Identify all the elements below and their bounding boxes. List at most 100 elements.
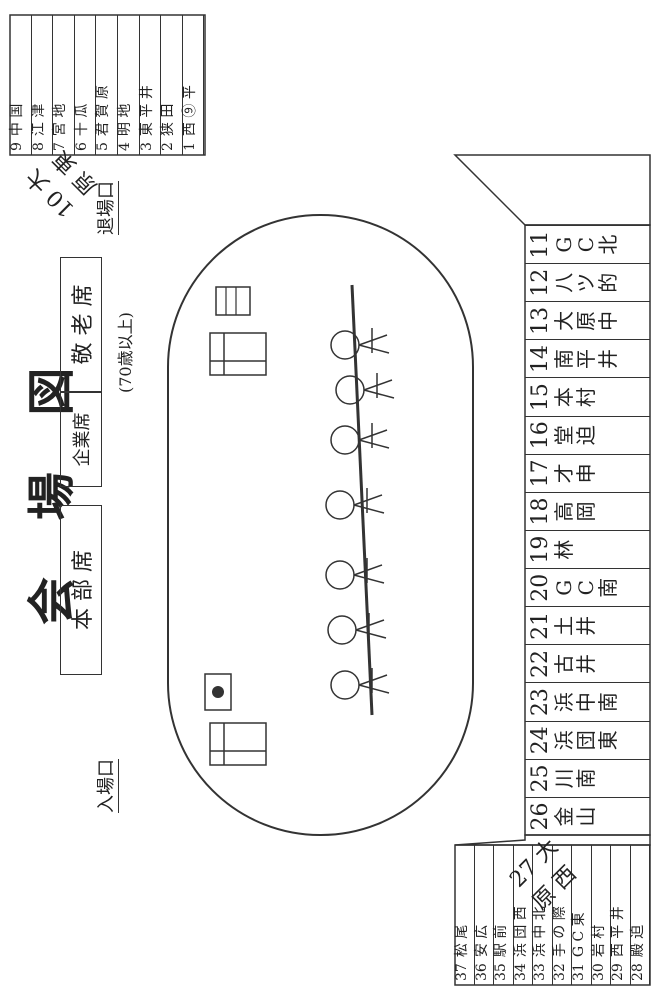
seat-block-number: 32 (551, 963, 568, 981)
seat-block-number: 3 (138, 142, 155, 151)
seat-block-number: 23 (528, 688, 553, 717)
seat-block-number: 29 (610, 963, 626, 981)
seat-block-number: 34 (512, 963, 529, 981)
corner-block-10-frame (453, 154, 651, 226)
child-figure (325, 488, 385, 520)
seat-block-number: 6 (73, 142, 90, 151)
seat-block-name: 川 南 (552, 761, 599, 789)
seat-block-name: 宮 地 (52, 103, 69, 137)
seat-block-name: 松 尾 (454, 924, 470, 958)
seat-block-name: 西 ⑨ 平 (181, 85, 198, 137)
seat-block-name: 本 村 (552, 380, 599, 408)
seat-block-name: 手 の 際 (551, 906, 568, 958)
child-figure (325, 558, 385, 590)
child-figure (330, 423, 390, 455)
seat-block-name: 東 平 井 (138, 85, 155, 137)
flag-stand-right (209, 286, 267, 376)
seat-block-number: 20 (528, 573, 553, 602)
seat-block-number: 24 (528, 726, 553, 755)
seat-block-name: 高 岡 (552, 495, 599, 522)
child-figure (335, 373, 395, 405)
child-figure (330, 668, 390, 700)
seat-block-number: 13 (528, 306, 553, 335)
seat-block-name: G C 南 (552, 573, 621, 598)
seat-block-number: 19 (528, 535, 553, 564)
seat-block-28: 28 殿 迫 (629, 845, 650, 985)
seat-block-number: 12 (528, 268, 553, 297)
seat-block-name: 安 広 (473, 924, 490, 958)
seat-block-number: 1 (181, 142, 198, 151)
seat-block-name: 岩 村 (590, 924, 607, 958)
seat-block-number: 28 (629, 963, 646, 981)
seat-block-number: 37 (454, 963, 470, 981)
seat-block-4: 4 明 地 (117, 15, 140, 155)
right-block-frame (9, 14, 206, 156)
seat-block-name: 八 ツ 的 (552, 266, 621, 293)
seat-block-name: 浜 中 北 (532, 906, 548, 958)
child-figure (327, 613, 387, 645)
seat-block-name: 堂 迫 (552, 418, 599, 446)
child-figure (330, 328, 390, 360)
track-field (167, 214, 474, 836)
seat-block-36: 36 安 広 (473, 845, 494, 985)
seat-block-name: 浜 団 東 (552, 723, 621, 751)
seat-block-name: 才 申 (552, 456, 599, 484)
seat-block-name: 浜 中 南 (552, 685, 621, 713)
seat-block-number: 33 (532, 963, 548, 981)
seat-block-name: G C 東 (571, 912, 587, 958)
seat-block-name: 駅 前 (493, 924, 509, 958)
corner-block-27-frame (454, 834, 651, 846)
seat-block-3: 3 東 平 井 (138, 15, 162, 155)
seat-block-name: 南 平 井 (552, 342, 621, 369)
seat-block-5: 5 君 賀 原 (95, 15, 118, 155)
seat-block-number: 21 (528, 611, 553, 640)
seat-block-number: 11 (528, 230, 553, 259)
seat-block-name: 土 井 (552, 609, 599, 636)
japan-flag-stand (204, 673, 267, 766)
seat-block-29: 29 西 平 井 (610, 845, 631, 985)
seat-block-name: 浜 団 西 (512, 906, 529, 958)
seat-block-name: 明 地 (117, 103, 133, 137)
seat-block-name: 殿 迫 (629, 924, 646, 958)
seat-block-6: 6 十 瓜 (73, 15, 97, 155)
seat-block-number: 35 (493, 963, 509, 981)
seat-block-name: 西 平 井 (610, 906, 626, 958)
seat-block-name: 古 井 (552, 647, 599, 674)
seat-block-number: 4 (117, 142, 133, 151)
seat-block-number: 17 (528, 459, 553, 488)
seat-block-name: 狭 田 (160, 103, 177, 137)
seat-block-number: 14 (528, 344, 553, 373)
seat-block-name: 林 (552, 539, 577, 560)
seat-block-number: 5 (95, 142, 112, 151)
seat-block-name: 君 賀 原 (95, 85, 112, 137)
seat-block-number: 31 (571, 963, 587, 981)
seat-block-name: 十 瓜 (73, 103, 90, 137)
seat-block-number: 18 (528, 497, 553, 526)
seat-block-number: 25 (528, 764, 553, 793)
tug-of-war-illustration (325, 284, 395, 716)
seat-block-name: 大 原 中 (552, 304, 621, 331)
seat-block-1: 1 西 ⑨ 平 (181, 15, 205, 155)
seat-block-number: 30 (590, 963, 607, 981)
seat-block-number: 15 (528, 383, 553, 412)
seat-block-37: 37 松 尾 (454, 845, 475, 985)
seat-block-number: 36 (473, 963, 490, 981)
